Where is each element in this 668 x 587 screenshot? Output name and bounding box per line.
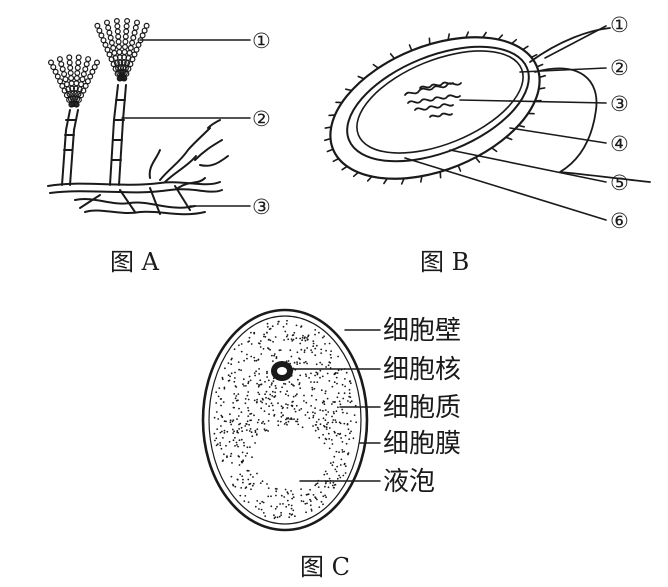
- figure-b-leader-6: [404, 157, 607, 221]
- figure-c-cytoplasm: [213, 319, 358, 520]
- figure-c-cell-wall: [201, 308, 369, 532]
- figure-b-label-6: ⑥: [610, 209, 629, 233]
- figure-b-label-4: ④: [610, 132, 629, 156]
- figure-b-leader-2: [519, 67, 607, 73]
- figure-c-label-nucleus: 细胞核: [383, 355, 461, 385]
- figure-b-cell: ① ② ③ ④ ⑤ ⑥ 图 B: [323, 13, 651, 276]
- figure-a-label-2: ②: [252, 107, 271, 131]
- figure-b-leader-4: [509, 127, 607, 144]
- figure-b-flagellum: [529, 27, 651, 183]
- figure-c-caption: 图 C: [300, 553, 350, 581]
- figure-b-cell-membrane: [356, 50, 524, 154]
- figure-c-vacuole: [254, 428, 326, 488]
- figure-b-caption: 图 B: [420, 248, 469, 276]
- figure-b-label-3: ③: [610, 92, 629, 116]
- figure-b-surface-spikes: [323, 31, 547, 185]
- figure-a-mold: ① ② ③ 图 A: [47, 18, 271, 276]
- figure-b-cell-wall: [346, 45, 530, 163]
- figure-b-leader-1: [544, 25, 607, 59]
- figure-a-left-stalk: [61, 109, 79, 186]
- figure-c-label-vacuole: 液泡: [383, 467, 435, 497]
- figure-c-cell: 细胞壁 细胞核 细胞质 细胞膜 液泡 图 C: [201, 308, 461, 581]
- figure-b-leader-5: [449, 149, 607, 183]
- figure-b-leader-3: [459, 99, 607, 104]
- figure-c-nucleus: [271, 361, 293, 381]
- figure-c-label-cytoplasm: 细胞质: [383, 393, 461, 423]
- figure-a-left-brush: [47, 54, 100, 108]
- figure-a-hyphae: [47, 119, 229, 216]
- figure-c-label-wall: 细胞壁: [383, 316, 461, 346]
- figure-b-label-2: ②: [610, 56, 629, 80]
- figure-b-dna-region: [404, 81, 462, 118]
- figure-c-cell-membrane: [208, 315, 362, 525]
- figure-a-label-3: ③: [252, 195, 271, 219]
- figure-a-caption: 图 A: [110, 248, 160, 276]
- figure-b-label-1: ①: [610, 13, 629, 37]
- figure-a-right-brush: [94, 18, 150, 82]
- figure-c-label-membrane: 细胞膜: [383, 429, 461, 459]
- figure-b-label-5: ⑤: [610, 171, 629, 195]
- figure-a-label-1: ①: [252, 29, 271, 53]
- figure-a-right-stalk: [109, 84, 127, 186]
